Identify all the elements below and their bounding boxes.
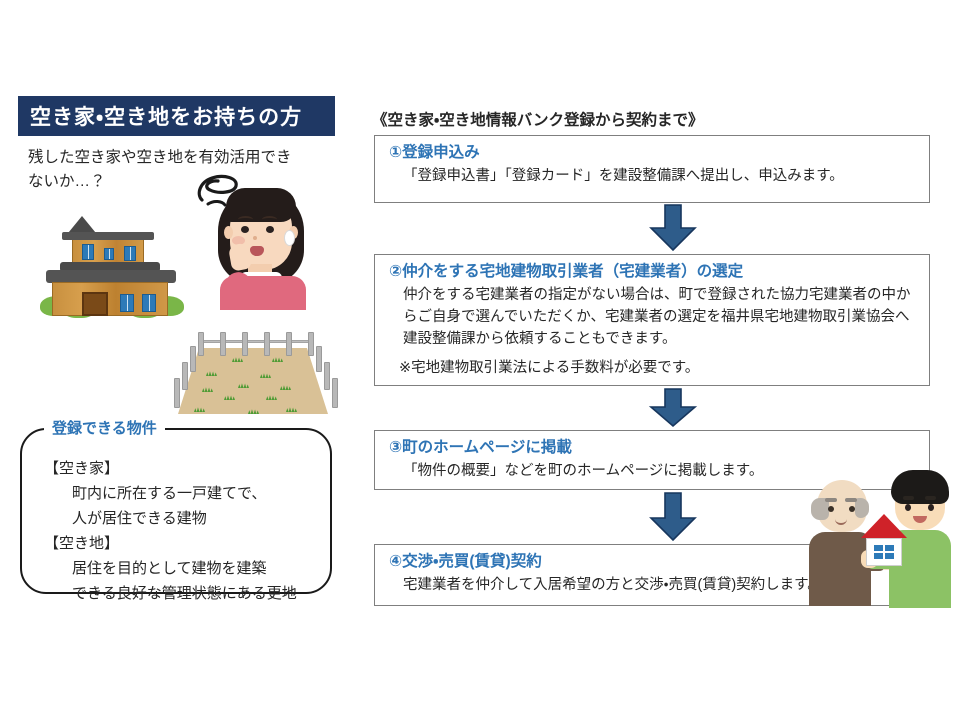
house-handover-icon: [861, 514, 907, 568]
elderly-man-eye: [828, 506, 834, 512]
woman-eye: [266, 226, 274, 233]
house-window: [124, 246, 136, 261]
owner-header-bar: 空き家・空き地をお持ちの方: [18, 96, 335, 136]
eligible-properties-list: 【空き家】 町内に所在する一戸建てで、 人が居住できる建物 【空き地】 居住を目…: [44, 456, 312, 606]
young-man-hair: [891, 470, 949, 504]
down-arrow-2: [648, 388, 698, 428]
fence-post: [316, 346, 322, 372]
woman-ear: [224, 226, 233, 239]
step-1-heading: ①登録申込み: [389, 144, 480, 161]
house-window: [82, 244, 94, 260]
elderly-man-eyebrow: [825, 498, 837, 502]
elderly-man-mouth: [835, 518, 847, 525]
elderly-man-hair: [855, 498, 869, 518]
info-line: 【空き地】: [44, 535, 120, 552]
down-arrow-3: [648, 492, 698, 542]
woman-blush: [232, 236, 245, 245]
fence-post: [190, 346, 196, 372]
step-4-body: 宅建業者を仲介して入居希望の方と交渉・売買(賃貸)契約します。: [403, 577, 822, 593]
owner-lead-line2: ないか…？: [28, 173, 106, 190]
house-window: [142, 294, 156, 312]
house-upper-roof-eave: [62, 232, 154, 240]
house-door: [82, 292, 108, 316]
woman-nose: [253, 236, 257, 240]
house-lower-roof: [60, 262, 160, 272]
info-line: 居住を目的として建物を建築: [72, 560, 267, 577]
worried-woman-icon: [196, 168, 326, 313]
step-2-note: ※宅地建物取引業法による手数料が必要です。: [399, 360, 700, 376]
owner-lead-text: 残した空き家や空き地を有効活用でき ないか…？: [28, 146, 338, 194]
info-line: できる良好な管理状態にある更地: [72, 585, 297, 602]
step-box-2: ②仲介をする宅地建物取引業者（宅建業者）の選定 仲介をする宅建業者の指定がない場…: [374, 254, 930, 386]
info-line: 町内に所在する一戸建てで、: [72, 485, 267, 502]
house-window: [120, 294, 134, 312]
step-1-body: 「登録申込書」「登録カード」を建設整備課へ提出し、申込みます。: [403, 168, 844, 184]
right-column: 《空き家・空き地情報バンク登録から契約まで》 ①登録申込み 「登録申込書」「登録…: [360, 0, 960, 720]
step-3-body: 「物件の概要」などを町のホームページに掲載します。: [403, 463, 764, 479]
down-arrow-1: [648, 204, 698, 252]
step-2-body: 仲介をする宅建業者の指定がない場合は、町で登録された協力宅建業者の中からご自身で…: [403, 287, 911, 347]
young-man-eyebrow: [925, 496, 936, 500]
lot-ground: [178, 348, 328, 414]
house-roof: [861, 514, 907, 538]
worry-scribble-icon: [197, 174, 238, 207]
fence-post: [220, 332, 226, 356]
eligible-properties-box: [20, 428, 332, 594]
elderly-man-hair: [811, 498, 829, 520]
woman-eyebrow: [262, 216, 277, 223]
handshake-two-men-icon: [805, 458, 955, 608]
flow-title: 《空き家・空き地情報バンク登録から契約まで》: [372, 112, 704, 129]
step-4-heading: ④交渉・売買(賃貸)契約: [389, 553, 542, 570]
young-man-eyebrow: [903, 496, 914, 500]
vacant-lot-icon: [160, 322, 350, 422]
step-2-heading: ②仲介をする宅地建物取引業者（宅建業者）の選定: [389, 263, 744, 280]
woman-sweat-drop: [284, 230, 295, 246]
eligible-properties-label: 登録できる物件: [44, 420, 165, 438]
old-house-icon: [38, 208, 188, 318]
owner-header-title: 空き家・空き地をお持ちの方: [30, 106, 303, 129]
woman-eye: [241, 226, 249, 233]
elderly-man-eyebrow: [845, 498, 857, 502]
info-line: 【空き家】: [44, 460, 120, 477]
young-man-mouth: [913, 516, 927, 523]
fence-rail: [200, 340, 310, 343]
elderly-man-eye: [849, 506, 855, 512]
fence-post: [324, 362, 330, 390]
left-column: 空き家・空き地をお持ちの方 残した空き家や空き地を有効活用でき ないか…？: [0, 0, 360, 720]
woman-mouth: [250, 246, 264, 256]
house-lower-roof-eave: [46, 270, 176, 283]
fence-post: [182, 362, 188, 390]
fence-post: [242, 332, 248, 356]
step-box-1: ①登録申込み 「登録申込書」「登録カード」を建設整備課へ提出し、申込みます。: [374, 135, 930, 203]
fence-post: [264, 332, 270, 356]
owner-lead-line1: 残した空き家や空き地を有効活用でき: [28, 149, 292, 166]
fence-post: [332, 378, 338, 408]
woman-eyebrow: [238, 216, 253, 223]
young-man-eye: [905, 504, 911, 511]
fence-post: [308, 332, 314, 356]
young-man-eye: [928, 504, 934, 511]
house-window: [104, 248, 114, 260]
info-line: 人が居住できる建物: [72, 510, 207, 527]
step-3-heading: ③町のホームページに掲載: [389, 439, 572, 456]
house-window: [874, 545, 894, 559]
fence-post: [174, 378, 180, 408]
woman-fringe: [226, 188, 296, 222]
fence-post: [286, 332, 292, 356]
fence-post: [198, 332, 204, 356]
